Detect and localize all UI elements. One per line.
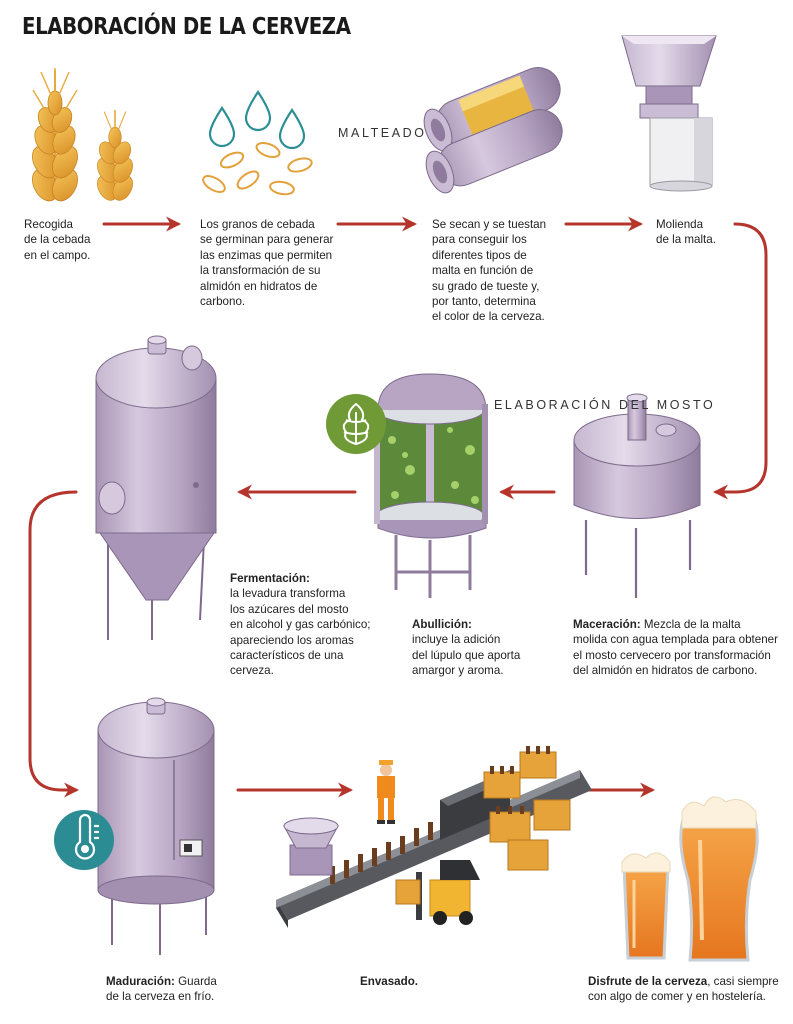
caption-label: Maduración:	[106, 975, 175, 988]
caption-line: su grado de tueste y,	[432, 279, 540, 293]
caption-line: en el campo.	[24, 248, 91, 262]
caption-line: las enzimas que permiten	[200, 248, 333, 262]
caption-line: Se secan y se tuestan	[432, 218, 547, 231]
grain-mill-icon	[621, 35, 717, 192]
caption-line: malta en función de	[432, 264, 534, 278]
caption-line: el color de la cerveza.	[432, 310, 545, 324]
caption-line: la transformación de su	[200, 264, 321, 278]
caption-line: , casi siempre	[707, 975, 779, 988]
thermometer-icon	[54, 810, 114, 870]
caption-label: Abullición:	[412, 618, 472, 631]
caption-line: apareciendo los aromas	[230, 633, 354, 647]
flow-arrows	[28, 216, 768, 798]
wheat-icon	[32, 68, 133, 202]
caption-line: de la cebada	[24, 233, 91, 247]
caption-secado: Se secan y se tuestan para conseguir los…	[432, 217, 562, 325]
caption-recogida: Recogida de la cebada en el campo.	[24, 217, 114, 263]
section-label-elaboracion-mosto: ELABORACIÓN DEL MOSTO	[494, 396, 715, 414]
caption-line: amargor y aroma.	[412, 664, 504, 678]
caption-fermentacion: Fermentación: la levadura transforma los…	[230, 571, 380, 679]
caption-label: Envasado.	[360, 975, 418, 988]
caption-line: el mosto cervecero por transformación	[573, 648, 771, 662]
caption-line: incluye la adición	[412, 633, 501, 647]
seed-icon	[202, 142, 313, 196]
page-title: ELABORACIÓN DE LA CERVEZA	[22, 14, 351, 40]
caption-envasado: Envasado.	[360, 974, 450, 989]
caption-line: por tanto, determina	[432, 295, 536, 309]
caption-germinacion: Los granos de cebada se germinan para ge…	[200, 217, 350, 309]
caption-line: Mezcla de la malta	[640, 618, 741, 631]
caption-maduracion: Maduración: Guarda de la cerveza en frío…	[106, 974, 246, 1005]
mash-tun-icon	[573, 393, 701, 598]
forklift-icon	[395, 860, 480, 925]
caption-label: Fermentación:	[230, 572, 310, 585]
arrow-fermentacion-to-maduracion	[28, 490, 79, 798]
caption-line: para conseguir los	[432, 233, 527, 247]
caption-line: la levadura transforma	[230, 587, 346, 601]
roaster-drum-icon	[423, 67, 563, 194]
section-label-line-1: ELABORACIÓN	[494, 398, 613, 412]
hop-icon	[326, 394, 386, 454]
worker	[377, 760, 395, 824]
beer-glass-icon	[621, 796, 759, 962]
caption-line: Guarda	[174, 975, 217, 988]
caption-label: Maceración:	[573, 618, 641, 631]
caption-disfrute: Disfrute de la cerveza, casi siempre con…	[588, 974, 788, 1005]
caption-line: Recogida	[24, 218, 73, 231]
caption-line: almidón en hidratos de	[200, 279, 318, 293]
caption-line: de la cerveza en frío.	[106, 990, 215, 1004]
caption-abullicion: Abullición: incluye la adición del lúpul…	[412, 617, 542, 679]
caption-line: Los granos de cebada	[200, 218, 315, 231]
caption-line: se germinan para generar	[200, 233, 334, 247]
caption-line: del almidón en hidratos de carbono.	[573, 664, 758, 678]
caption-maceracion: Maceración: Mezcla de la malta molida co…	[573, 617, 789, 679]
water-drop-icon	[208, 90, 306, 150]
caption-line: del lúpulo que aporta	[412, 648, 521, 662]
caption-line: carbono.	[200, 295, 246, 309]
caption-line: característicos de una	[230, 649, 344, 663]
caption-line: diferentes tipos de	[432, 248, 527, 262]
caption-line: Molienda	[656, 218, 704, 231]
caption-line: con algo de comer y en hostelería.	[588, 990, 766, 1004]
section-label-malteado: MALTEADO	[338, 126, 427, 140]
boiling-kettle-icon	[374, 373, 488, 598]
caption-line: cerveza.	[230, 664, 274, 678]
caption-line: molida con agua templada para obtener	[573, 633, 778, 647]
arrow-molienda-to-maceracion	[713, 222, 768, 500]
bottling-line-icon	[276, 746, 592, 928]
caption-line: los azúcares del mosto	[230, 602, 349, 616]
caption-label: Disfrute de la cerveza	[588, 975, 708, 988]
caption-line: de la malta.	[656, 233, 716, 247]
caption-molienda: Molienda de la malta.	[656, 217, 746, 248]
maturation-tank-icon	[97, 697, 215, 955]
section-label-line-2: DEL MOSTO	[618, 398, 716, 412]
caption-line: en alcohol y gas carbónico;	[230, 618, 371, 632]
fermentation-tank-icon	[95, 335, 217, 640]
